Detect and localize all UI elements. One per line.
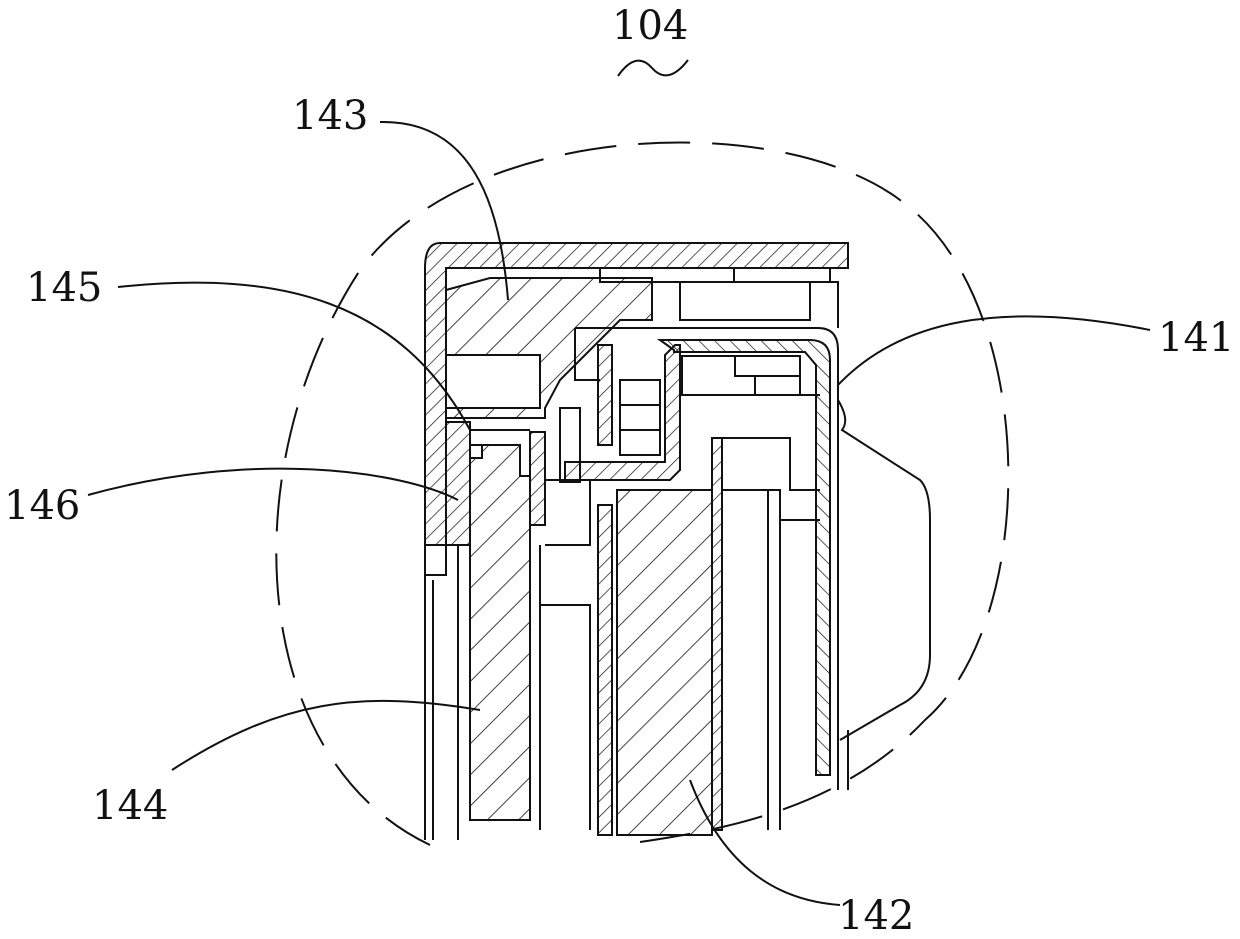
label-141: 141 — [1158, 318, 1234, 358]
label-143: 143 — [292, 96, 368, 136]
outer-left-lines — [425, 545, 458, 840]
center-shaft — [598, 505, 612, 835]
component-145-strip — [530, 432, 545, 525]
reference-tilde — [618, 60, 688, 76]
reference-numeral-104: 104 — [612, 6, 688, 46]
component-144-lip — [470, 430, 530, 445]
leader-145 — [118, 283, 470, 430]
l-bracket — [565, 345, 680, 480]
component-142 — [617, 490, 712, 835]
center-plate — [598, 345, 612, 445]
right-bump — [838, 400, 930, 740]
label-142: 142 — [838, 896, 914, 936]
leader-141 — [838, 316, 1150, 385]
label-144: 144 — [92, 786, 168, 826]
label-146: 146 — [4, 486, 80, 526]
component-143-window — [446, 355, 540, 408]
internal-lines — [722, 395, 820, 830]
brick-blocks — [620, 356, 800, 455]
component-146 — [446, 422, 470, 545]
label-145: 145 — [26, 268, 102, 308]
component-142-sleeve — [712, 438, 722, 830]
leader-146 — [88, 469, 458, 500]
component-144 — [470, 445, 530, 820]
